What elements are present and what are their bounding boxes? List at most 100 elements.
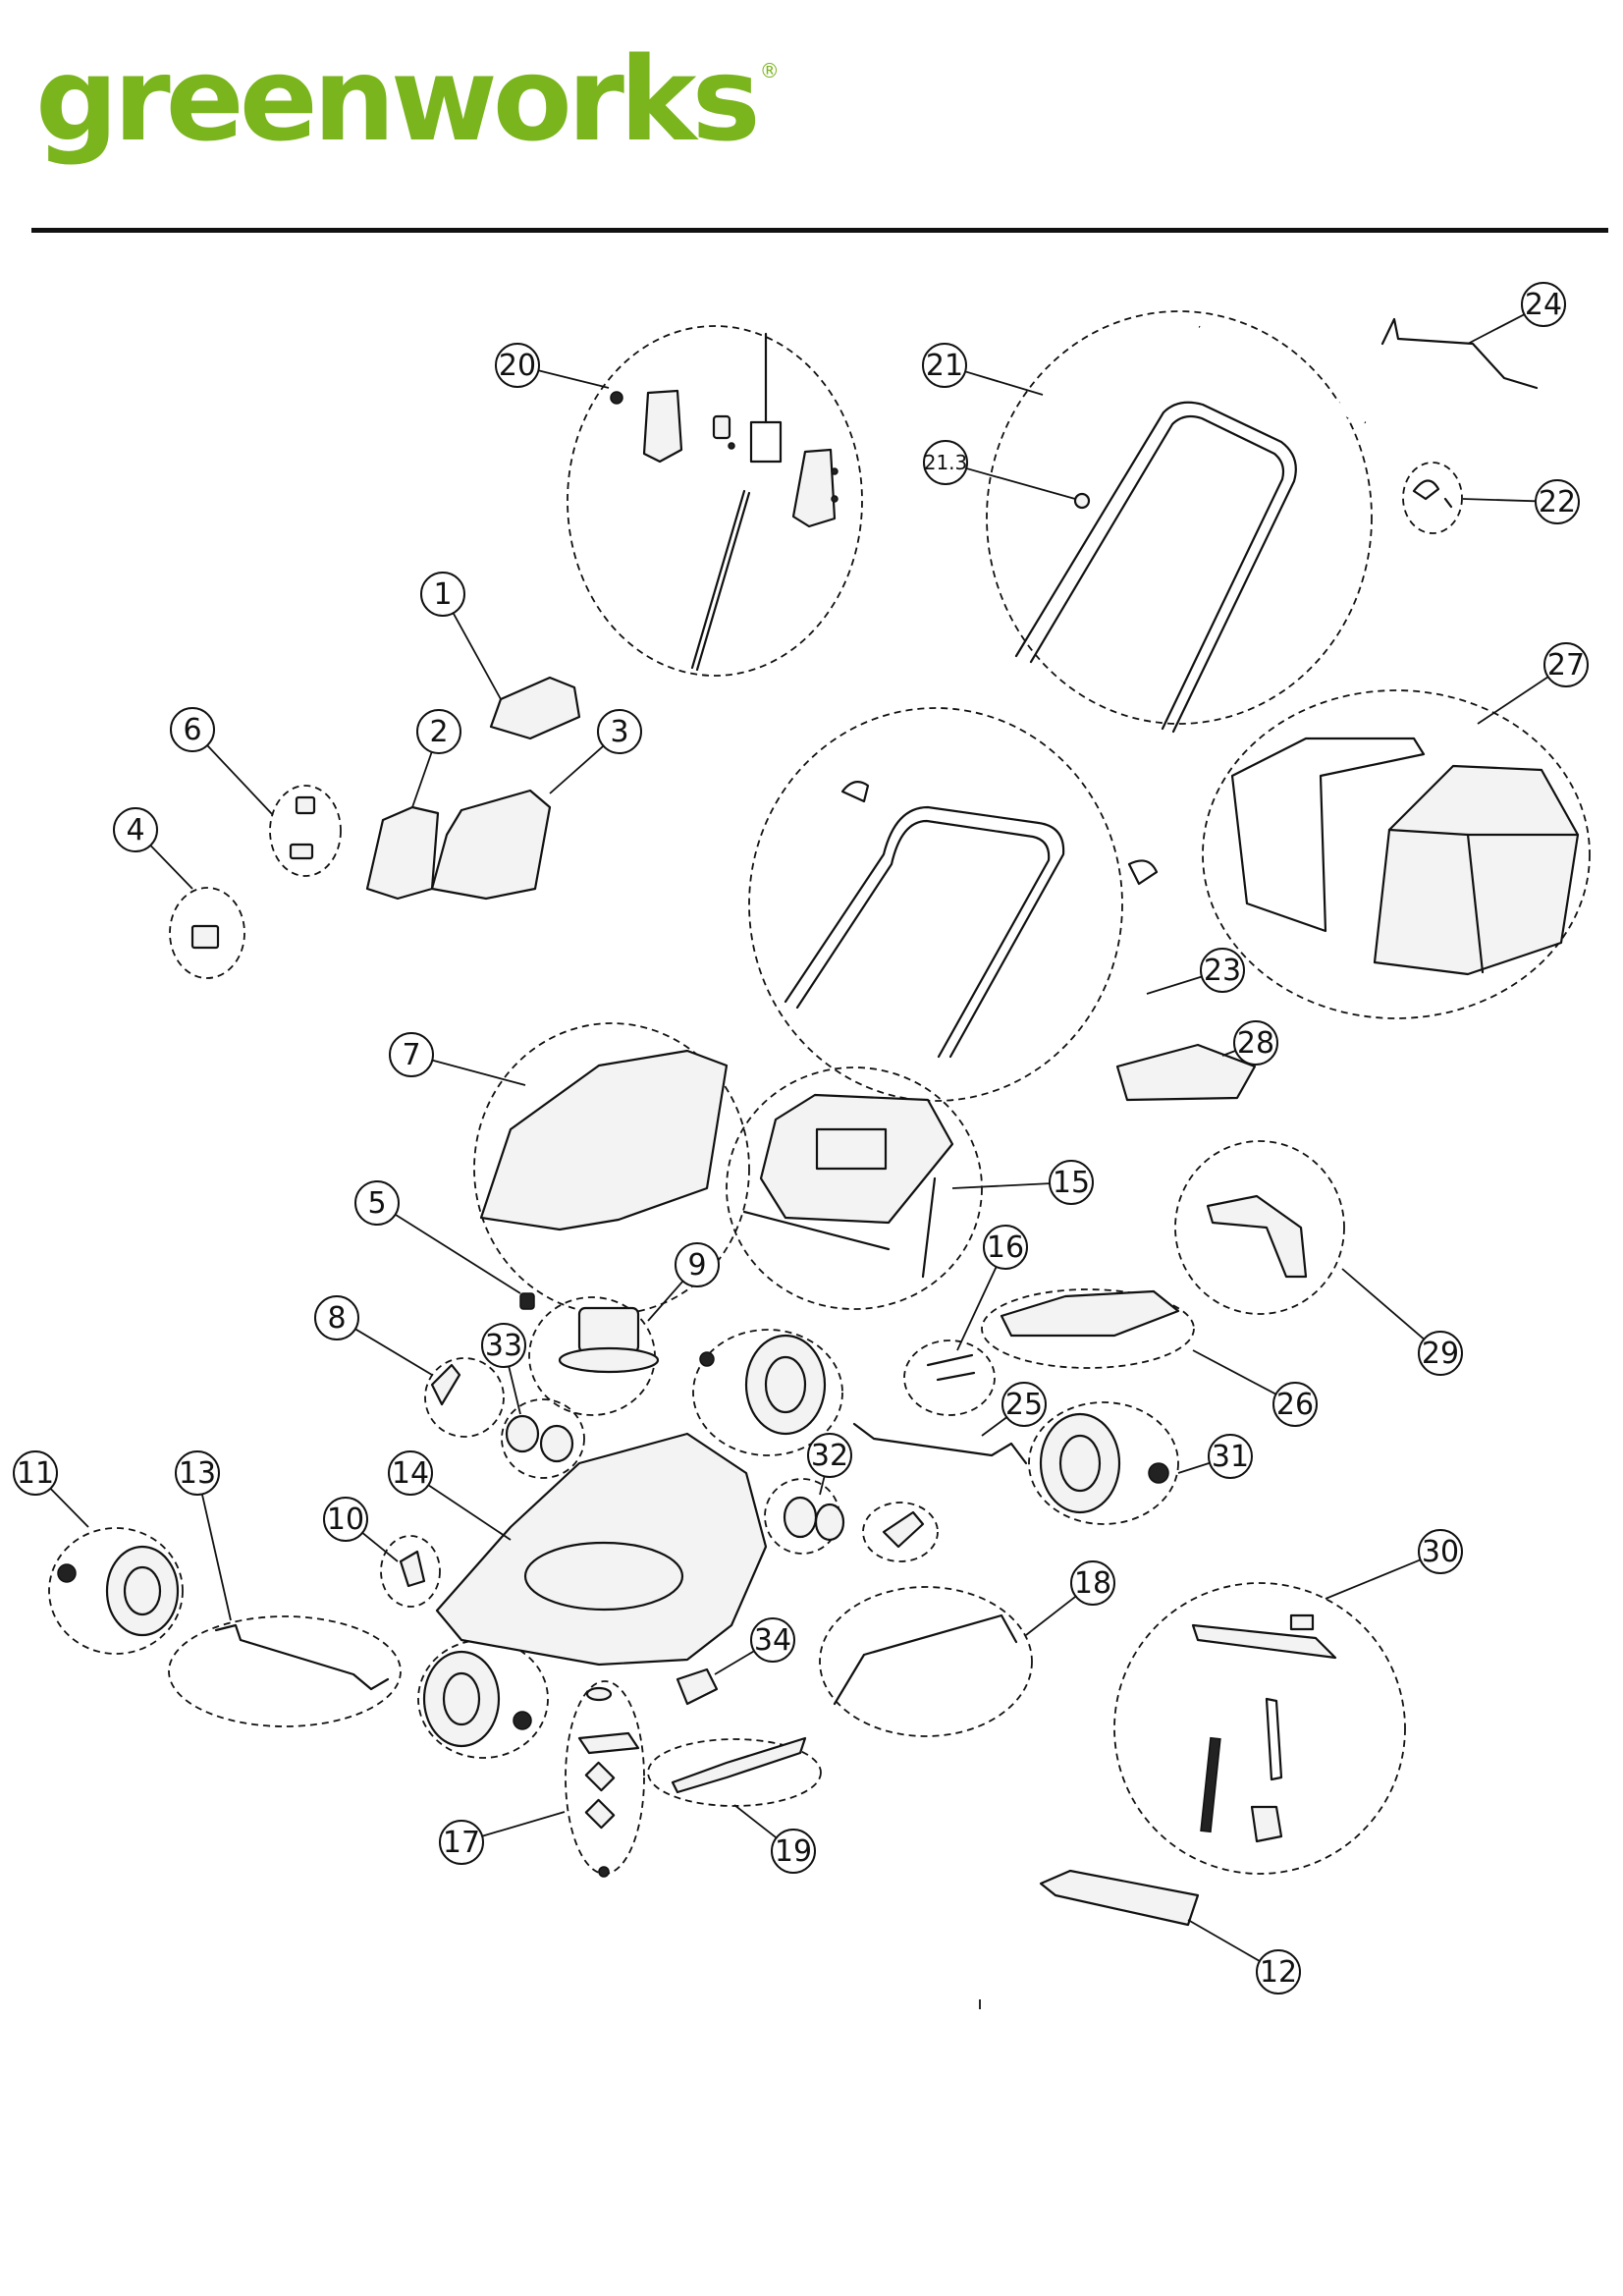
callout-label-c4: 4 bbox=[126, 813, 144, 847]
part-22-clip bbox=[1412, 479, 1440, 501]
registered-mark: ® bbox=[759, 59, 780, 82]
part-7-motor-cover bbox=[479, 1049, 729, 1231]
part-18-bar bbox=[833, 1613, 1018, 1706]
callout-bubble-c7 bbox=[389, 1032, 434, 1077]
callout-label-c22: 22 bbox=[1539, 485, 1576, 519]
callout-bubble-c31 bbox=[1208, 1434, 1253, 1479]
callout-label-c11: 11 bbox=[17, 1456, 54, 1491]
part-30-height-adjust bbox=[1191, 1613, 1337, 1843]
callout-bubble-c32 bbox=[807, 1433, 852, 1478]
callout-bubble-c27 bbox=[1543, 642, 1589, 687]
callout-bubble-c24 bbox=[1521, 282, 1566, 327]
callout-label-c15: 15 bbox=[1053, 1166, 1090, 1200]
part-15-control-panel bbox=[742, 1093, 954, 1279]
group-8 bbox=[424, 1357, 505, 1438]
group-10 bbox=[380, 1535, 441, 1608]
callout-bubble-c20 bbox=[495, 343, 540, 388]
part-13-rear-axle bbox=[214, 1623, 390, 1691]
part-33-bearing bbox=[505, 1414, 540, 1453]
callout-label-c12: 12 bbox=[1260, 1955, 1297, 1990]
part-6-switch bbox=[295, 795, 316, 815]
callout-bubble-c29 bbox=[1418, 1331, 1463, 1376]
group-27 bbox=[1202, 689, 1591, 1019]
leader-c18 bbox=[1025, 1595, 1077, 1636]
leader-c29 bbox=[1341, 1268, 1425, 1340]
callout-bubble-c30 bbox=[1418, 1529, 1463, 1574]
leader-c23 bbox=[1146, 975, 1203, 995]
leader-c17 bbox=[481, 1811, 566, 1837]
callout-bubble-c10 bbox=[323, 1497, 368, 1542]
group-33 bbox=[501, 1398, 585, 1479]
leader-c25 bbox=[981, 1416, 1007, 1437]
callout-bubble-c15 bbox=[1049, 1160, 1094, 1205]
header-rule bbox=[31, 228, 1608, 233]
callout-bubble-c213 bbox=[923, 440, 968, 485]
group-6 bbox=[269, 785, 342, 877]
group-rear-wheel bbox=[417, 1639, 549, 1759]
part-1-cover bbox=[489, 676, 581, 740]
leader-c213 bbox=[965, 467, 1076, 500]
leader-c7 bbox=[432, 1059, 526, 1086]
leader-c5 bbox=[395, 1213, 521, 1294]
callout-bubble-c6 bbox=[170, 707, 215, 752]
leader-c4 bbox=[149, 845, 193, 890]
callout-label-c27: 27 bbox=[1547, 648, 1585, 683]
part-32-bushing bbox=[783, 1496, 818, 1539]
callout-label-c30: 30 bbox=[1422, 1535, 1459, 1569]
callout-label-c14: 14 bbox=[392, 1456, 429, 1491]
leader-c19 bbox=[733, 1804, 778, 1839]
leader-c2 bbox=[411, 751, 433, 808]
part-20-switch-box bbox=[610, 332, 839, 672]
leader-c9 bbox=[647, 1280, 684, 1322]
callout-label-c10: 10 bbox=[327, 1503, 364, 1537]
leader-c15 bbox=[951, 1182, 1051, 1189]
group-16 bbox=[903, 1339, 996, 1416]
wheel-rear-right bbox=[422, 1650, 501, 1748]
leader-c14 bbox=[427, 1484, 512, 1541]
part-27-grass-bag bbox=[1230, 737, 1580, 976]
leader-c32 bbox=[819, 1476, 826, 1496]
part-8-lever bbox=[430, 1363, 461, 1406]
callout-label-c13: 13 bbox=[179, 1456, 216, 1491]
group-22 bbox=[1402, 462, 1463, 534]
leader-c20 bbox=[538, 369, 610, 389]
callout-bubble-c11 bbox=[13, 1450, 58, 1496]
callout-label-c3: 3 bbox=[610, 715, 628, 749]
group-31 bbox=[1028, 1401, 1179, 1525]
leader-c26 bbox=[1192, 1349, 1276, 1395]
callout-label-c21: 21 bbox=[926, 349, 963, 383]
callout-label-c18: 18 bbox=[1074, 1566, 1111, 1601]
callout-label-c23: 23 bbox=[1204, 954, 1241, 988]
part-14-deck bbox=[435, 1432, 768, 1667]
callout-bubble-c33 bbox=[481, 1323, 526, 1368]
group-18 bbox=[819, 1586, 1033, 1737]
wheel-front-left bbox=[744, 1334, 827, 1436]
part-5-nut bbox=[519, 1292, 535, 1310]
wheel-front-right bbox=[1039, 1412, 1121, 1514]
group-29 bbox=[1174, 1140, 1345, 1315]
callout-bubble-c4 bbox=[113, 807, 158, 852]
callout-bubble-c26 bbox=[1272, 1382, 1318, 1427]
callout-label-c20: 20 bbox=[499, 349, 536, 383]
leader-c34 bbox=[714, 1650, 755, 1675]
leader-c28 bbox=[1221, 1050, 1236, 1057]
leader-c12 bbox=[1187, 1919, 1261, 1962]
callout-bubble-c5 bbox=[354, 1180, 400, 1226]
part-25-axle bbox=[852, 1422, 1028, 1465]
callout-label-c7: 7 bbox=[402, 1038, 420, 1072]
leader-c11 bbox=[49, 1488, 89, 1528]
leader-c6 bbox=[206, 744, 274, 816]
leader-c21 bbox=[964, 370, 1044, 396]
callout-bubble-c17 bbox=[439, 1820, 484, 1865]
leader-c31 bbox=[1177, 1461, 1211, 1474]
leader-c24 bbox=[1467, 313, 1525, 345]
callout-label-c25: 25 bbox=[1005, 1388, 1043, 1422]
part-10-clip bbox=[399, 1550, 426, 1588]
group-26 bbox=[981, 1288, 1195, 1369]
leader-c8 bbox=[354, 1328, 433, 1376]
callout-label-c34: 34 bbox=[754, 1623, 791, 1658]
leader-c1 bbox=[452, 612, 502, 700]
callout-bubble-c28 bbox=[1233, 1020, 1278, 1066]
callout-bubble-c12 bbox=[1256, 1949, 1301, 1995]
